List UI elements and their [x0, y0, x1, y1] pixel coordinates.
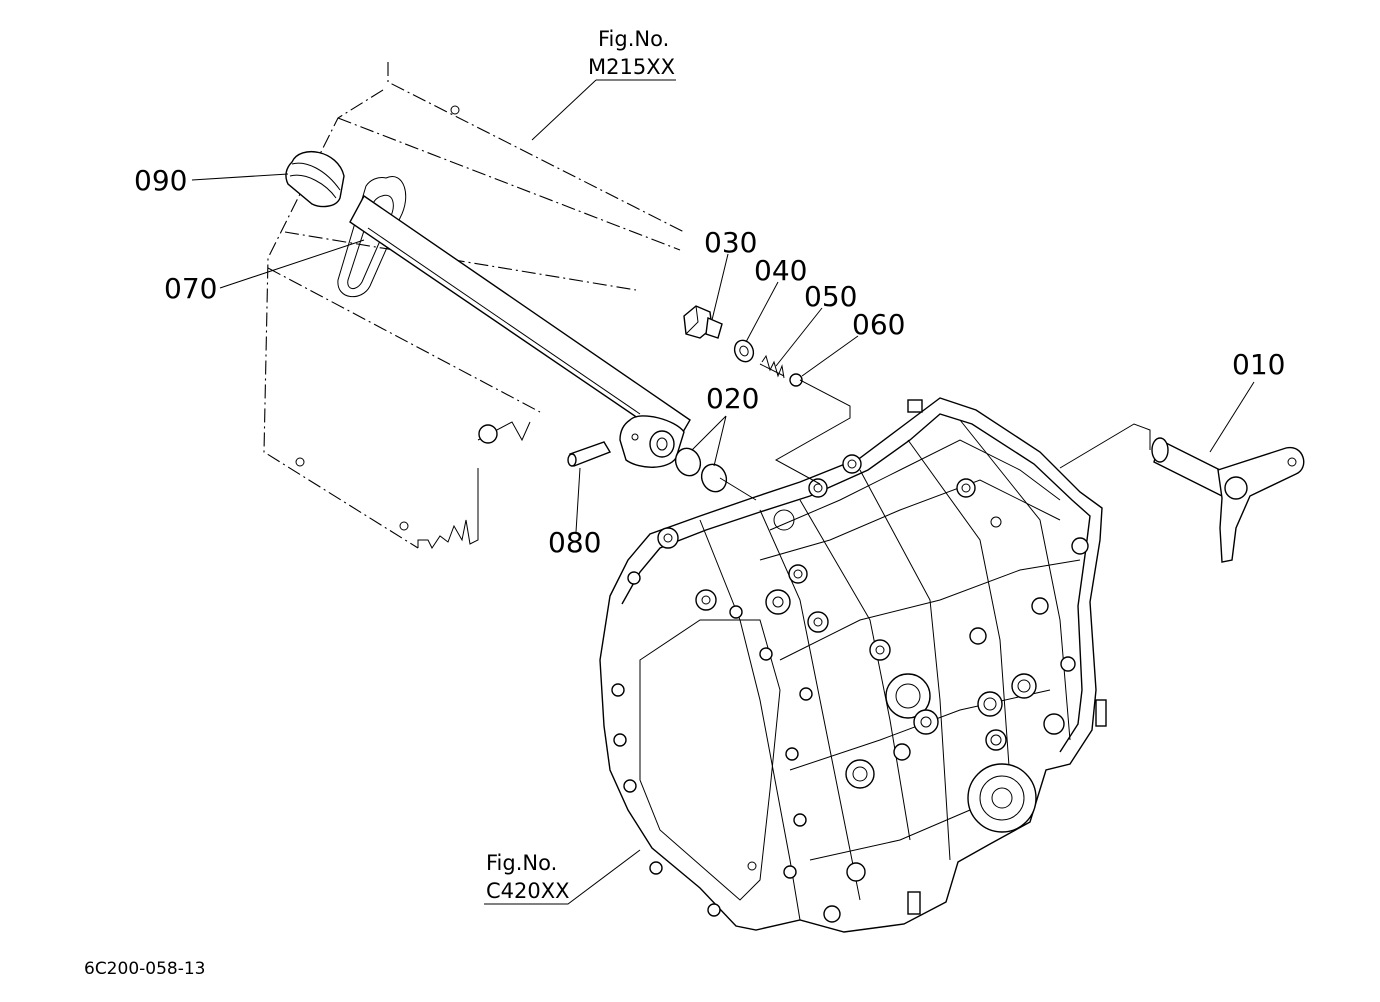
cover-plate	[263, 62, 685, 549]
part-label-080[interactable]: 080	[548, 526, 601, 559]
shift-lever-070	[349, 194, 691, 468]
fig-ref-c420-line1: Fig.No.	[486, 851, 557, 875]
ball-060	[789, 373, 803, 387]
lever-knob-090	[285, 150, 345, 208]
part-label-030[interactable]: 030	[704, 226, 757, 259]
part-label-020[interactable]: 020	[706, 382, 759, 415]
drawing-code: 6C200-058-13	[84, 959, 205, 979]
part-label-090[interactable]: 090	[134, 164, 187, 197]
part-label-070[interactable]: 070	[164, 272, 217, 305]
part-label-040[interactable]: 040	[754, 254, 807, 287]
fig-ref-c420-line2: C420XX	[486, 879, 570, 903]
fig-ref-c420[interactable]: Fig.No. C420XX	[486, 851, 570, 903]
part-label-010[interactable]: 010	[1232, 348, 1285, 381]
detent-plug-030	[683, 305, 723, 339]
washer-040	[733, 339, 755, 363]
pin-080	[567, 441, 612, 467]
transmission-case	[599, 397, 1107, 933]
part-label-060[interactable]: 060	[852, 308, 905, 341]
spring-050	[759, 354, 785, 379]
fig-ref-m215[interactable]: Fig.No. M215XX	[588, 27, 675, 79]
leader-lines	[191, 79, 1255, 905]
fig-ref-m215-line2: M215XX	[588, 55, 675, 79]
fig-ref-m215-line1: Fig.No.	[598, 27, 669, 51]
shift-arm-010	[1151, 437, 1305, 563]
o-rings-020	[674, 447, 728, 493]
part-label-050[interactable]: 050	[804, 280, 857, 313]
